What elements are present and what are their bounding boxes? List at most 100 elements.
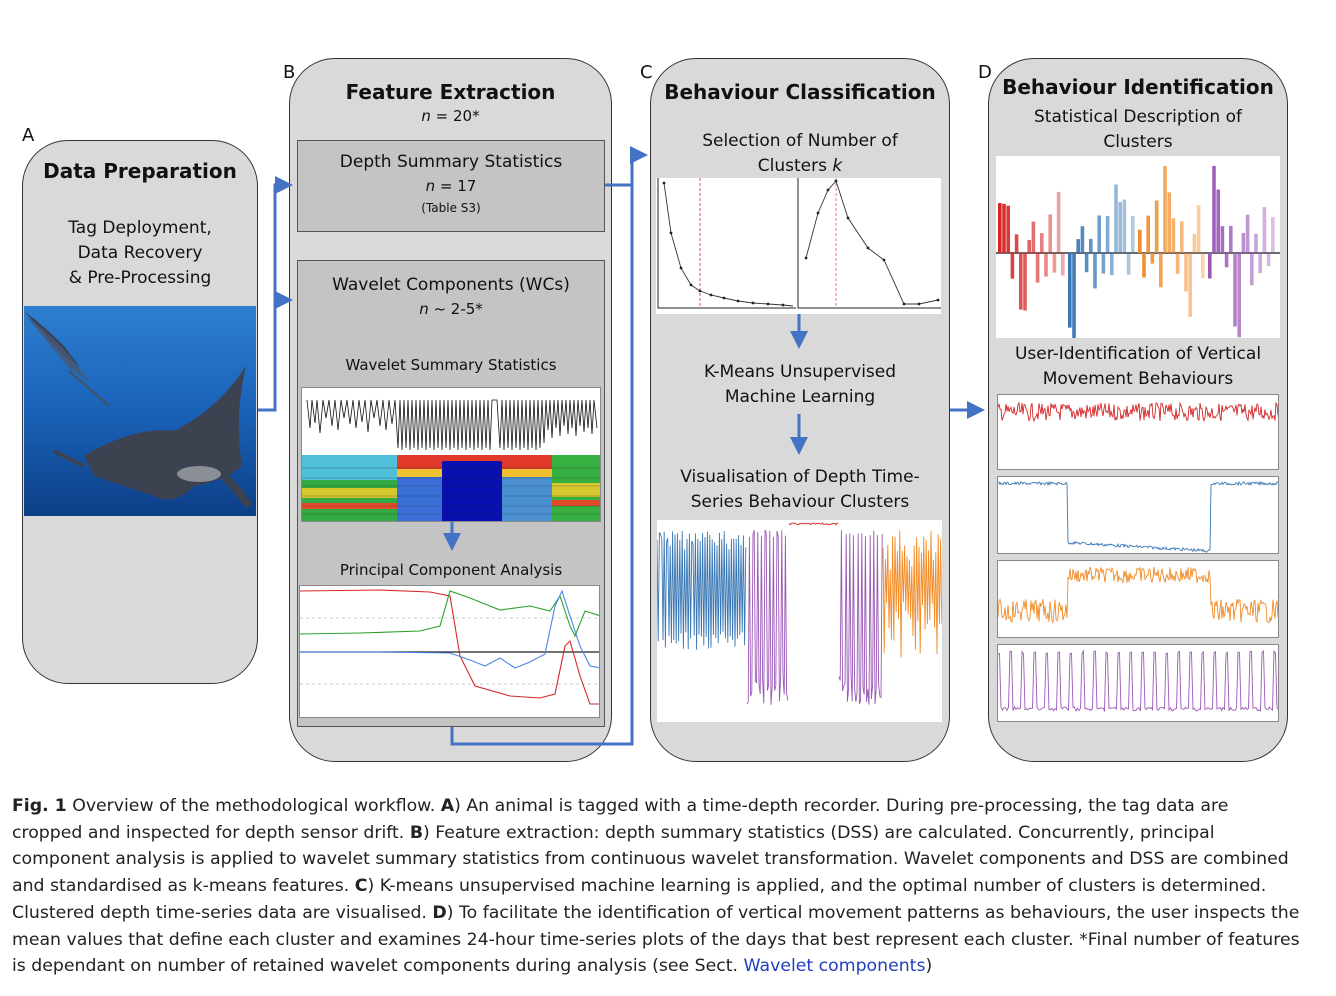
behaviour-trace-blue <box>998 480 1278 553</box>
cluster-mean-bar <box>1061 253 1065 276</box>
caption-intro: Overview of the methodological workflow. <box>66 796 441 816</box>
cluster-mean-bar <box>1184 253 1188 292</box>
cluster-mean-bar <box>1027 239 1031 253</box>
cluster-mean-bar <box>1048 214 1052 253</box>
cluster-mean-bar <box>1142 253 1146 278</box>
cluster-mean-bar <box>1110 253 1114 276</box>
cluster-selection-plot <box>656 178 941 314</box>
cluster-mean-bar <box>1150 253 1155 264</box>
cluster-mean-bar <box>1159 253 1163 288</box>
cluster-mean-bar <box>1224 253 1229 268</box>
panel-d-letter: D <box>978 62 992 83</box>
manta-ray-photo <box>24 306 256 516</box>
panel-c-step1-k: k <box>832 156 843 176</box>
panel-a-line-1: Tag Deployment, <box>68 218 212 238</box>
behaviour-trace-orange <box>998 566 1278 625</box>
cluster-mean-bar <box>1019 253 1023 310</box>
cluster-mean-bar <box>1040 233 1044 253</box>
cluster-mean-bar <box>1229 225 1233 253</box>
caption-fig-label: Fig. 1 <box>12 796 67 816</box>
panel-a-text: Tag Deployment, Data Recovery & Pre-Proc… <box>22 216 258 291</box>
cluster-mean-bar <box>1271 217 1275 253</box>
wavelet-depth-trace <box>306 399 598 451</box>
arrow-a-to-b <box>258 176 293 412</box>
behaviour-plot-orange-svg <box>998 566 1278 625</box>
wavelet-depth-plot <box>301 387 601 522</box>
cluster-mean-bar <box>1266 253 1271 267</box>
panel-d-step2-line-2: Movement Behaviours <box>1042 369 1234 389</box>
cluster-mean-bar <box>1068 253 1072 328</box>
cluster-mean-bar <box>1171 218 1176 253</box>
cluster-mean-bar <box>1056 191 1061 253</box>
caption-link-wavelet-components[interactable]: Wavelet components <box>743 956 926 977</box>
caption-c-text: ) K-means unsupervised machine learning … <box>12 876 1267 923</box>
pca-title: Principal Component Analysis <box>339 561 563 579</box>
cluster-mean-bar <box>1031 221 1036 253</box>
behaviour-trace-purple <box>998 649 1278 713</box>
panel-d-step1: Statistical Description of Clusters <box>988 105 1288 155</box>
cluster-mean-bar <box>1114 184 1118 253</box>
panel-c-step2: K-Means Unsupervised Machine Learning <box>650 360 950 410</box>
dss-n-label: n <box>425 177 436 195</box>
cluster-mean-bar <box>1044 253 1048 277</box>
wavelet-depth-svg <box>302 399 600 521</box>
cluster-timeseries-plot <box>657 520 942 722</box>
cluster-mean-bar <box>1122 199 1127 253</box>
cluster-mean-bar <box>1258 253 1262 274</box>
cluster-mean-bar <box>1097 215 1101 253</box>
cluster-mean-bar <box>1167 192 1171 253</box>
panel-a-letter: A <box>22 125 35 146</box>
panel-c-letter: C <box>640 62 653 83</box>
wc-n-value: ~ 2-5* <box>428 300 483 318</box>
cluster-mean-bar <box>1105 216 1110 253</box>
panel-c-step1-line-2-text: Clusters <box>757 156 833 176</box>
panel-c-step2-line-2: Machine Learning <box>724 387 876 407</box>
cluster-means-barplot <box>996 156 1280 338</box>
cluster-mean-bar <box>1023 253 1027 311</box>
cluster-timeseries-svg <box>657 522 942 705</box>
behaviour-plot-red <box>997 394 1279 470</box>
panel-d-step1-line-2: Clusters <box>1103 132 1173 152</box>
cluster-mean-bar <box>1188 253 1192 317</box>
cluster-mean-bar <box>1052 253 1057 273</box>
cluster-mean-bar <box>1216 189 1220 253</box>
wc-title: Wavelet Components (WCs) <box>332 275 570 295</box>
dss-n-value: = 17 <box>435 177 477 195</box>
cluster-mean-bar <box>1072 253 1076 338</box>
dss-title: Depth Summary Statistics <box>339 152 563 172</box>
panel-b-letter: B <box>283 62 296 83</box>
cluster-segment-2 <box>746 529 789 705</box>
panel-c-title: Behaviour Classification <box>664 80 936 104</box>
cluster-segment-1 <box>657 530 747 650</box>
cluster-mean-bar <box>1254 233 1258 253</box>
cluster-mean-bar <box>1192 234 1197 253</box>
cluster-segment-3 <box>788 522 839 526</box>
cluster-mean-bar <box>1093 253 1097 289</box>
cluster-mean-bar <box>1101 253 1106 274</box>
cluster-mean-bar <box>1241 232 1246 253</box>
cluster-mean-bar <box>1201 253 1205 279</box>
cluster-mean-bar <box>1146 215 1150 253</box>
cluster-selection-svg <box>657 178 941 309</box>
panel-a-line-2: Data Recovery <box>77 243 203 263</box>
wc-n: n ~ 2-5* <box>297 297 605 322</box>
cluster-mean-bar <box>1262 207 1267 253</box>
panel-c-step1-line-1: Selection of Number of <box>702 131 898 151</box>
cluster-mean-bar <box>998 203 1002 253</box>
caption-b-text: ) Feature extraction: depth summary stat… <box>12 822 1289 897</box>
wss-title: Wavelet Summary Statistics <box>345 356 557 374</box>
wc-n-label: n <box>419 300 429 318</box>
cluster-mean-bar <box>1035 253 1040 283</box>
caption-d-label: D <box>432 902 447 923</box>
panel-c-step3-line-2: Series Behaviour Clusters <box>690 492 910 512</box>
cluster-mean-bar <box>1208 253 1212 279</box>
panel-d-step2-line-1: User-Identification of Vertical <box>1014 344 1262 364</box>
panel-a-title: Data Preparation <box>43 159 237 183</box>
dss-note: (Table S3) <box>421 201 481 215</box>
behaviour-plot-blue-svg <box>998 480 1278 553</box>
caption-end: ) <box>925 956 933 977</box>
pca-plot <box>299 585 600 718</box>
cluster-mean-bar <box>1002 203 1006 253</box>
behaviour-plot-purple-svg <box>998 649 1278 713</box>
panel-d-title: Behaviour Identification <box>1002 75 1274 99</box>
